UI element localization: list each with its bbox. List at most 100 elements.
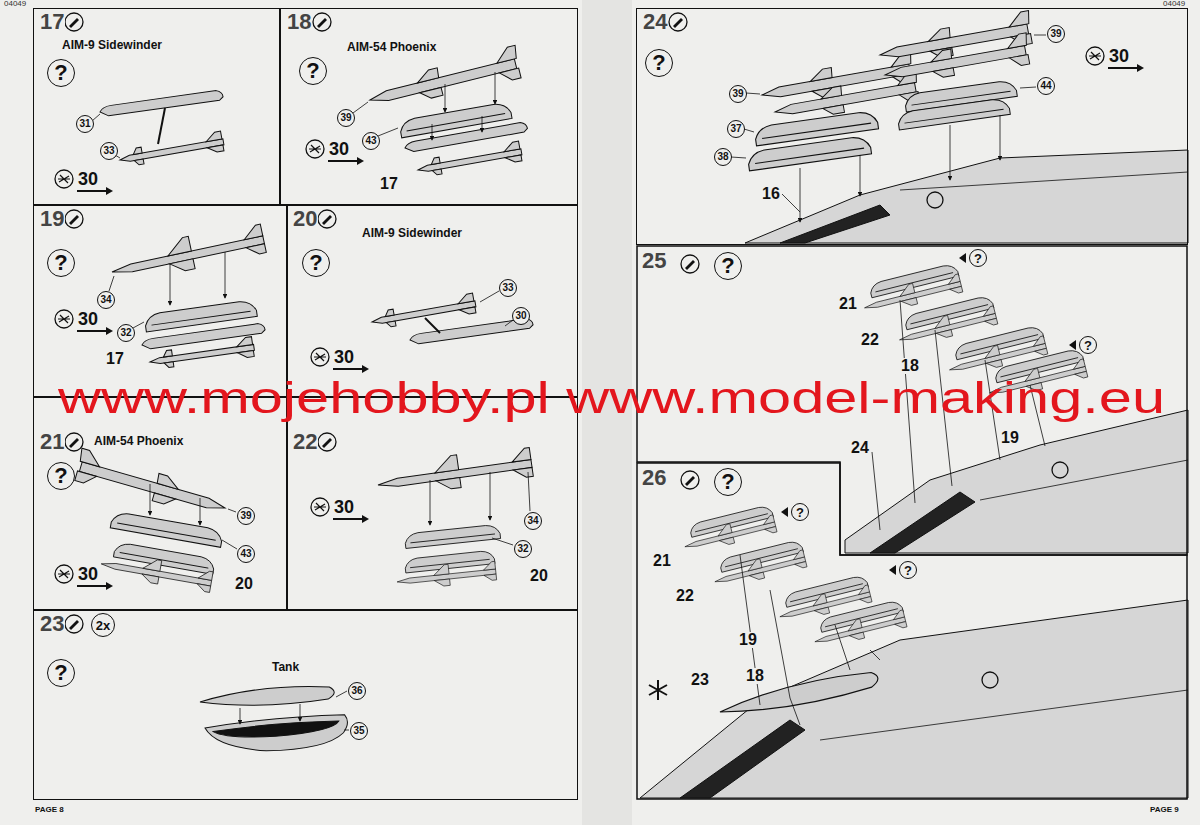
page-label: 04049	[4, 0, 26, 8]
line-art	[65, 13, 83, 31]
line-art	[746, 93, 760, 94]
page-label: PAGE 9	[1150, 806, 1179, 814]
line-art	[336, 691, 347, 697]
line-art	[357, 157, 364, 165]
part-number: 17	[105, 351, 125, 367]
line-art	[710, 540, 807, 590]
line-art	[318, 433, 336, 451]
part-number: 30	[77, 170, 99, 188]
line-art	[158, 108, 165, 144]
line-art	[950, 125, 951, 180]
line-art	[432, 124, 433, 140]
line-art	[375, 445, 533, 499]
line-art	[55, 310, 73, 328]
callout-text: 33	[502, 283, 513, 293]
callout-text: 35	[353, 726, 364, 736]
line-art	[110, 511, 223, 547]
line-art	[148, 336, 255, 370]
line-art	[927, 192, 943, 208]
callout-text: 44	[1040, 81, 1051, 91]
help-circle: ?	[47, 659, 75, 687]
callout-text: ?	[54, 62, 67, 84]
line-art	[982, 672, 998, 688]
help-circle: ?	[47, 59, 75, 87]
step-panel: 2230203432	[287, 397, 578, 610]
callout-text: ?	[796, 506, 804, 519]
step-panel: 23Tank?2x3635	[33, 610, 578, 800]
step-number: 18	[286, 11, 312, 33]
line-art	[199, 684, 334, 710]
page-gutter	[582, 0, 632, 825]
line-art	[505, 320, 513, 326]
part-callout: 39	[337, 109, 355, 127]
step-26-art	[640, 471, 1188, 798]
callout-text: ?	[1084, 339, 1092, 352]
line-art	[65, 210, 83, 228]
line-art	[649, 680, 667, 700]
line-art	[200, 498, 201, 525]
line-art	[882, 33, 1032, 89]
line-art	[790, 698, 800, 725]
line-art	[306, 140, 324, 158]
part-number: 23	[690, 672, 710, 688]
line-art	[77, 585, 106, 587]
line-art	[984, 348, 1088, 402]
part-callout: 33	[100, 142, 118, 160]
line-art	[225, 252, 226, 298]
step-21-art	[55, 433, 237, 593]
panel-outline	[636, 462, 1188, 800]
help-circle: ?	[47, 462, 75, 490]
help-circle: ?	[645, 49, 673, 77]
part-number: 19	[1000, 430, 1020, 446]
part-number: 30	[333, 348, 355, 366]
callout-text: 31	[79, 119, 90, 129]
line-art	[416, 141, 523, 179]
step-title: AIM-54 Phoenix	[93, 435, 184, 447]
step-24-art	[669, 11, 1188, 243]
line-art	[73, 448, 230, 522]
part-number: 19	[738, 632, 758, 648]
line-art	[1069, 340, 1076, 350]
help-callout: ?	[899, 561, 917, 579]
callout-text: 39	[340, 113, 351, 123]
callout-text: 36	[351, 686, 362, 696]
line-art	[480, 291, 499, 302]
part-number: 22	[860, 332, 880, 348]
help-callout: ?	[791, 503, 809, 521]
callout-text: 32	[517, 544, 528, 554]
line-art	[205, 714, 349, 754]
page-label: PAGE 8	[35, 806, 64, 814]
part-number: 30	[1108, 47, 1130, 65]
line-art	[150, 484, 151, 515]
part-callout: 39	[729, 85, 747, 103]
line-art	[872, 452, 880, 530]
help-circle: 2x	[91, 613, 115, 637]
callout-text: 38	[717, 152, 728, 162]
help-circle: ?	[47, 249, 75, 277]
help-circle: ?	[714, 468, 742, 496]
line-art	[718, 668, 880, 721]
line-art	[1000, 115, 1001, 160]
part-callout: 37	[727, 120, 745, 138]
line-art	[860, 155, 861, 196]
line-art	[55, 565, 73, 583]
panel-border	[637, 246, 1187, 555]
line-art	[528, 472, 530, 511]
part-number: 21	[838, 296, 858, 312]
line-art	[378, 128, 398, 136]
line-art	[482, 116, 483, 132]
help-circle: ?	[714, 252, 742, 280]
line-art	[118, 131, 225, 169]
panel-border	[637, 463, 1187, 799]
line-art	[65, 615, 83, 633]
line-art	[681, 255, 699, 273]
step-number: 24	[642, 11, 668, 33]
line-art	[669, 13, 687, 31]
line-art	[900, 172, 1188, 190]
line-art	[395, 550, 497, 591]
line-art	[1020, 87, 1036, 88]
line-art	[731, 157, 746, 158]
part-callout: 32	[117, 324, 135, 342]
